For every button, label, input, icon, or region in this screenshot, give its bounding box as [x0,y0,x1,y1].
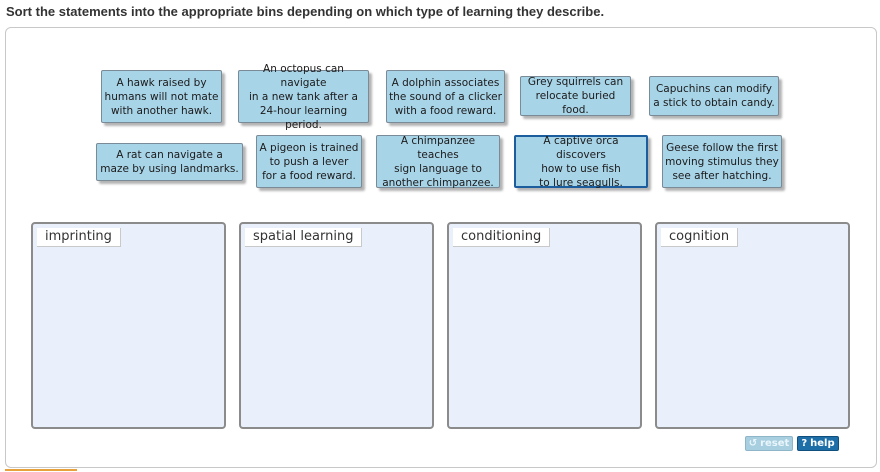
bin-label: imprinting [37,228,121,247]
bin-label: spatial learning [245,228,363,247]
statement-card[interactable]: A rat can navigate a maze by using landm… [96,143,243,181]
bin-imprinting[interactable]: imprinting [31,222,226,429]
reset-button[interactable]: ↺ reset [745,436,793,451]
bin-cognition[interactable]: cognition [655,222,850,429]
reset-icon: ↺ [748,437,758,449]
decorative-divider [5,469,77,471]
bin-label: cognition [661,228,739,247]
statement-card[interactable]: Capuchins can modify a stick to obtain c… [649,76,779,116]
statement-card[interactable]: Grey squirrels can relocate buried food. [520,76,631,116]
statement-card[interactable]: Geese follow the first moving stimulus t… [662,135,782,188]
statement-card[interactable]: A hawk raised by humans will not mate wi… [101,70,222,123]
statement-card[interactable]: A pigeon is trained to push a lever for … [256,135,362,188]
statement-card[interactable]: A dolphin associates the sound of a clic… [386,70,505,123]
bin-spatial-learning[interactable]: spatial learning [239,222,434,429]
statement-card-selected[interactable]: A captive orca discovers how to use fish… [514,135,648,189]
instructions-text: Sort the statements into the appropriate… [6,4,605,19]
bin-conditioning[interactable]: conditioning [447,222,642,429]
statement-card[interactable]: An octopus can navigate in a new tank af… [238,63,369,131]
reset-button-label: reset [760,438,790,449]
help-button[interactable]: ? help [797,436,839,451]
bin-label: conditioning [453,228,551,247]
help-icon: ? [801,437,808,449]
help-button-label: help [810,438,835,449]
statement-card[interactable]: A chimpanzee teaches sign language to an… [376,135,500,189]
